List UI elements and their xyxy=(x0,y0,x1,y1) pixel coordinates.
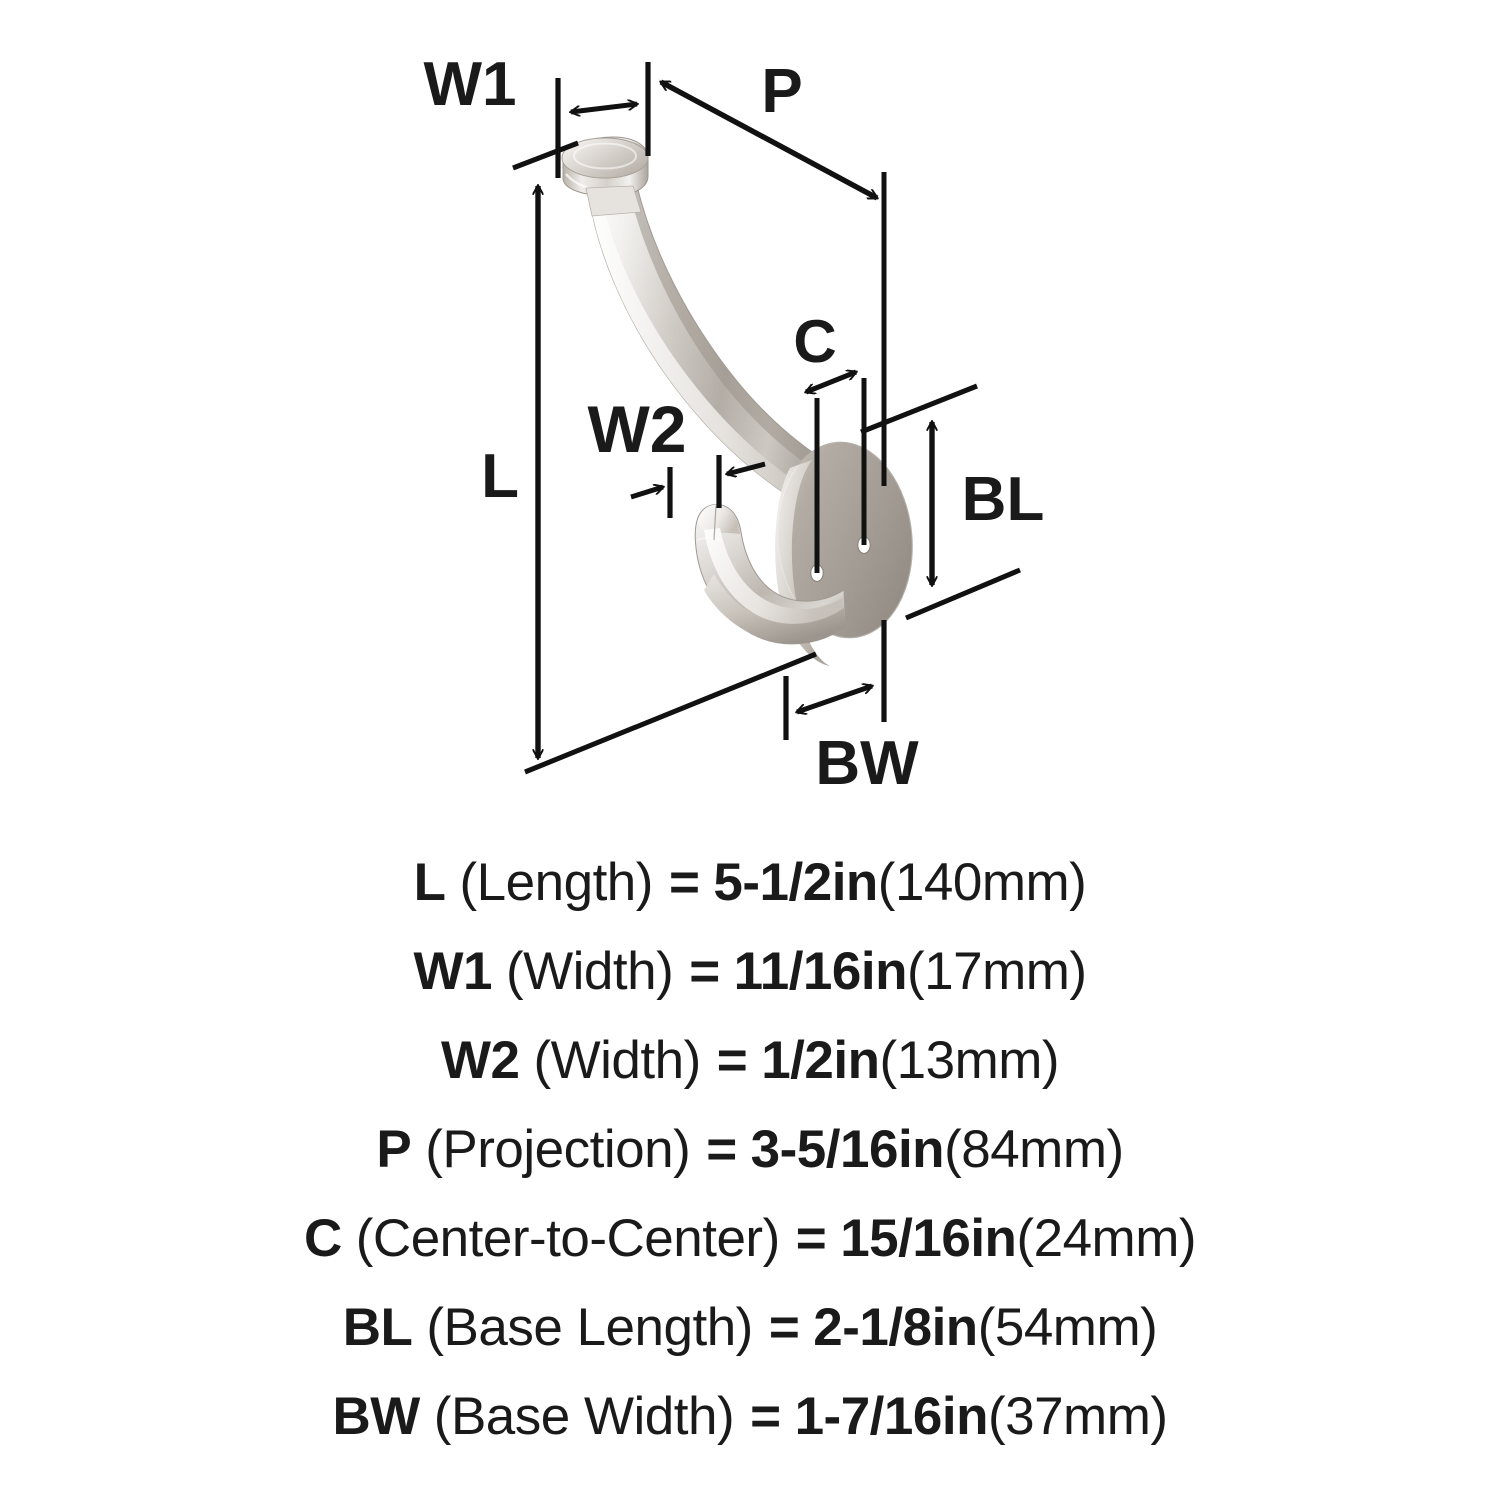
dimension-bw xyxy=(783,620,887,740)
spec-equals: = xyxy=(706,1120,737,1179)
spec-name: (Center-to-Center) xyxy=(355,1209,780,1268)
spec-name: (Width) xyxy=(533,1031,701,1090)
l-ext-bottom xyxy=(524,651,817,775)
spec-code: BW xyxy=(332,1387,420,1446)
spec-row-l: L (Length) = 5-1/2in (140mm) xyxy=(0,838,1500,927)
w2-arrow-left xyxy=(630,487,663,500)
spec-equals: = xyxy=(716,1031,748,1090)
spec-name: (Projection) xyxy=(425,1120,691,1179)
dimension-w2 xyxy=(630,455,766,518)
hook-lower-curl xyxy=(694,503,847,645)
label-bl: BL xyxy=(962,465,1045,534)
dimension-annotations xyxy=(512,62,1021,775)
hook-top-cap xyxy=(561,136,649,197)
l-ext-top xyxy=(512,140,579,171)
spec-value: 15/16in xyxy=(840,1209,1017,1268)
spec-metric: (17mm) xyxy=(906,942,1087,1001)
hook-diagram-svg: W1 P C W2 L BL BW xyxy=(424,50,1045,798)
spec-code: P xyxy=(376,1120,412,1179)
spec-code: W1 xyxy=(413,942,492,1001)
spec-equals: = xyxy=(795,1209,827,1268)
spec-value: 2-1/8in xyxy=(813,1298,978,1357)
spec-value: 11/16in xyxy=(733,942,908,1001)
specification-list: L (Length) = 5-1/2in (140mm) W1 (Width) … xyxy=(0,838,1500,1498)
label-c: C xyxy=(793,308,836,375)
dimension-bl xyxy=(860,383,1021,621)
dimension-label-texts: W1 P C W2 L BL BW xyxy=(424,50,1045,798)
dimension-l xyxy=(512,140,817,775)
c-arrow xyxy=(806,372,856,392)
spec-value: 1-7/16in xyxy=(794,1387,989,1446)
w1-arrow xyxy=(571,104,637,112)
spec-equals: = xyxy=(768,1298,800,1357)
spec-code: BL xyxy=(342,1298,413,1357)
bl-ext-bottom xyxy=(905,567,1021,621)
spec-code: W2 xyxy=(440,1031,520,1090)
diagram-area: W1 P C W2 L BL BW xyxy=(424,50,1045,798)
bw-arrow xyxy=(797,686,872,712)
spec-equals: = xyxy=(668,853,700,912)
label-w2: W2 xyxy=(588,392,687,466)
spec-value: 1/2in xyxy=(761,1031,880,1090)
dimension-c xyxy=(806,372,867,573)
bl-ext-top xyxy=(860,383,978,435)
spec-row-p: P (Projection) = 3-5/16in (84mm) xyxy=(0,1105,1500,1194)
spec-row-c: C (Center-to-Center) = 15/16in (24mm) xyxy=(0,1194,1500,1283)
spec-code: L xyxy=(413,853,446,912)
hook-neck xyxy=(585,185,642,217)
spec-row-bl: BL (Base Length) = 2-1/8in (54mm) xyxy=(0,1283,1500,1372)
spec-row-bw: BW (Base Width) = 1-7/16in (37mm) xyxy=(0,1372,1500,1461)
dimension-p xyxy=(661,79,887,486)
spec-equals: = xyxy=(689,942,720,1001)
label-w1: W1 xyxy=(424,50,517,119)
spec-name: (Base Length) xyxy=(426,1298,753,1357)
label-p: P xyxy=(761,57,802,126)
p-arrow xyxy=(661,79,877,201)
spec-code: C xyxy=(304,1209,342,1268)
spec-metric: (84mm) xyxy=(944,1120,1124,1179)
w2-arrow-right xyxy=(727,461,766,474)
dimension-w1 xyxy=(555,62,651,178)
spec-row-w2: W2 (Width) = 1/2in (13mm) xyxy=(0,1016,1500,1105)
spec-name: (Length) xyxy=(459,853,654,912)
spec-equals: = xyxy=(750,1387,781,1446)
spec-metric: (54mm) xyxy=(977,1298,1158,1357)
spec-metric: (24mm) xyxy=(1016,1209,1196,1268)
hook-product-illustration xyxy=(561,136,913,666)
spec-name: (Base Width) xyxy=(433,1387,735,1446)
spec-row-w1: W1 (Width) = 11/16in (17mm) xyxy=(0,927,1500,1016)
label-l: L xyxy=(481,442,519,511)
spec-value: 5-1/2in xyxy=(713,853,878,912)
spec-metric: (140mm) xyxy=(877,853,1087,912)
spec-metric: (37mm) xyxy=(987,1387,1168,1446)
spec-value: 3-5/16in xyxy=(750,1120,945,1179)
spec-name: (Width) xyxy=(505,942,674,1001)
label-bw: BW xyxy=(815,729,919,798)
spec-metric: (13mm) xyxy=(879,1031,1060,1090)
